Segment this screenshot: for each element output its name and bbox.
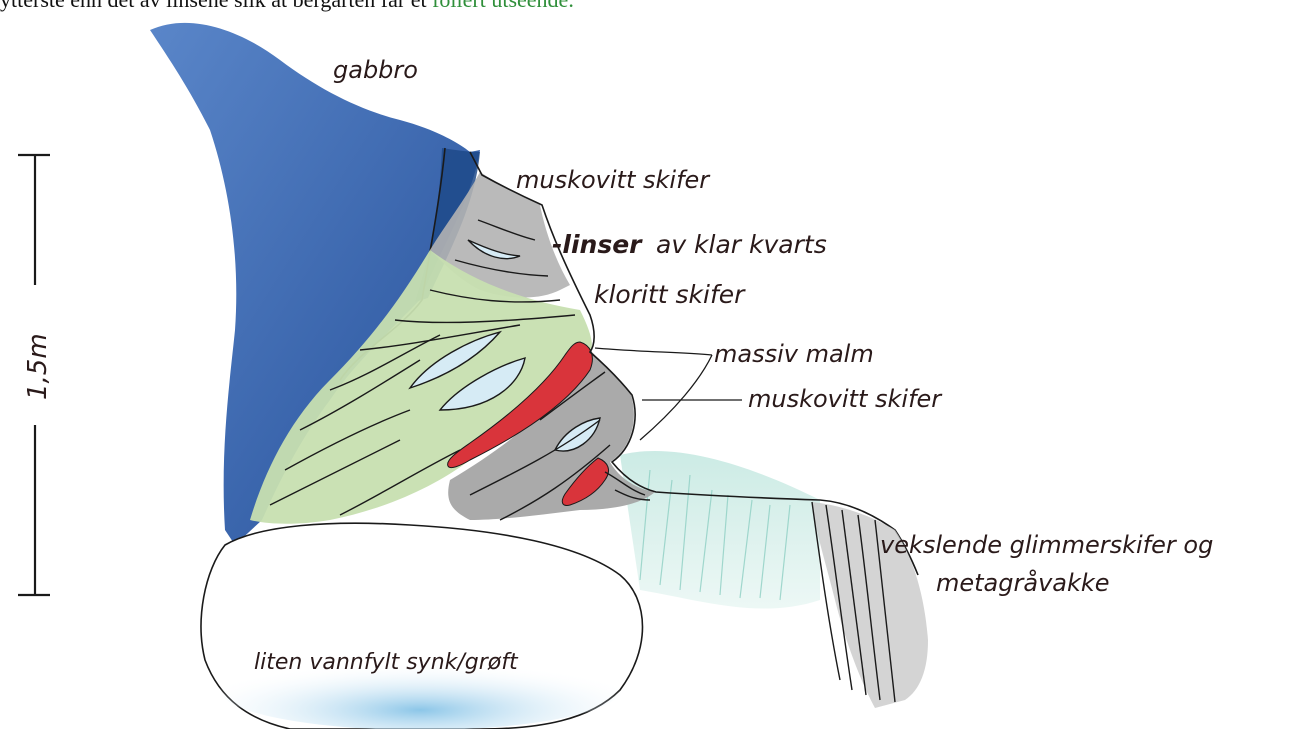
label-muskovitt-top: muskovitt skifer xyxy=(516,166,711,194)
label-vekslende-2: metagråvakke xyxy=(936,568,1110,597)
label-muskovitt-mid: muskovitt skifer xyxy=(748,385,943,413)
label-linser-bold: -linser xyxy=(552,230,643,259)
label-linser-rest: av klar kvarts xyxy=(656,230,827,259)
label-sink: liten vannfylt synk/grøft xyxy=(254,650,519,675)
scale-bar-label: 1,5m xyxy=(23,333,53,400)
label-vekslende-1: vekslende glimmerskifer og xyxy=(880,531,1213,559)
label-massiv-malm: massiv malm xyxy=(714,340,874,368)
label-gabbro: gabbro xyxy=(333,56,418,84)
label-kloritt: kloritt skifer xyxy=(594,280,746,309)
